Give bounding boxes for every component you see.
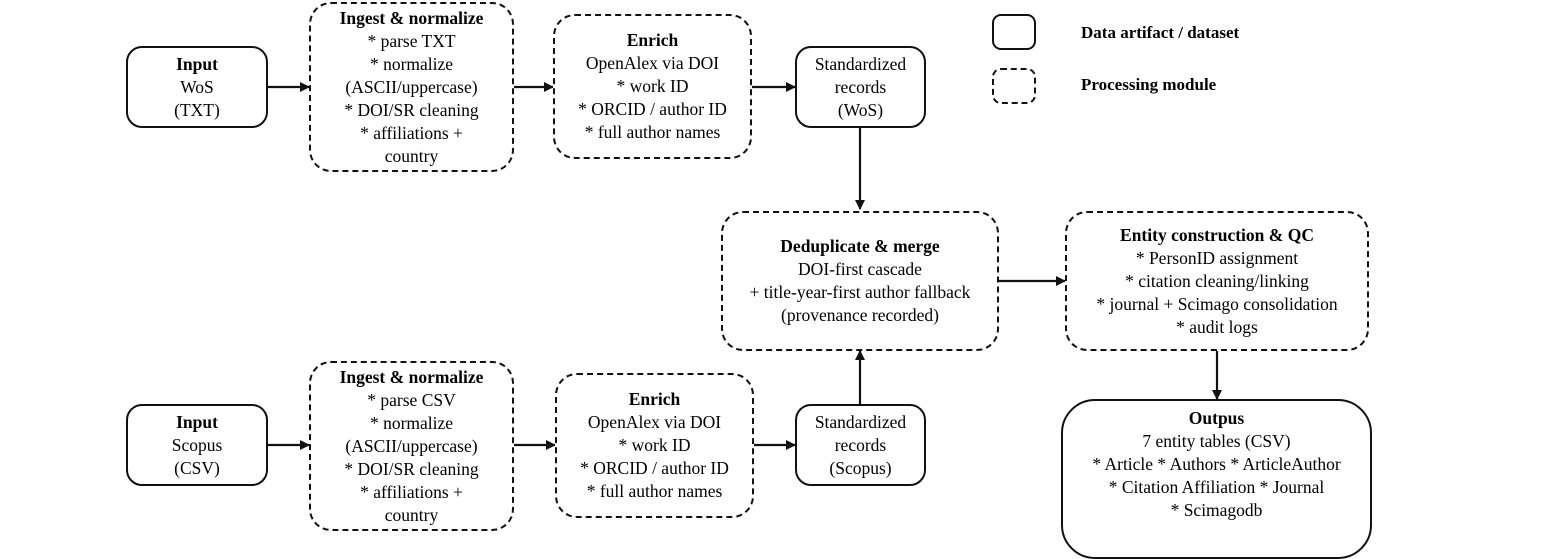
- legend-module-label: Processing module: [1081, 75, 1217, 94]
- node-line: * parse CSV: [367, 389, 456, 410]
- node-line: * full author names: [586, 481, 723, 501]
- entity-qc-node: Entity construction & QC * PersonID assi…: [1065, 211, 1369, 351]
- records-wos-node: Standardized records (WoS): [795, 46, 926, 128]
- node-line: * Article * Authors * ArticleAuthor: [1092, 454, 1341, 474]
- node-line: OpenAlex via DOI: [587, 412, 722, 432]
- node-line: + title-year-first author fallback: [749, 282, 971, 302]
- dedup-merge-node: Deduplicate & merge DOI-first cascade + …: [721, 211, 999, 351]
- node-line: * PersonID assignment: [1135, 247, 1299, 268]
- node-line: * DOI/SR cleaning: [344, 458, 479, 479]
- node-line: * affiliations +: [360, 481, 463, 502]
- node-line: Scopus: [171, 434, 223, 455]
- node-line: (CSV): [174, 457, 220, 478]
- node-line: (WoS): [837, 99, 884, 120]
- node-line: * Citation Affiliation * Journal: [1108, 477, 1325, 497]
- node-line: * DOI/SR cleaning: [344, 99, 479, 120]
- node-line: Standardized: [814, 411, 907, 432]
- legend-artifact-swatch: [992, 14, 1036, 50]
- node-line: * normalize: [369, 412, 454, 433]
- node-title: Input: [176, 411, 218, 432]
- node-line: * Scimagodb: [1170, 500, 1263, 520]
- ingest-wos-node: Ingest & normalize * parse TXT * normali…: [309, 2, 514, 172]
- records-scopus-node: Standardized records (Scopus): [795, 404, 926, 486]
- node-line: OpenAlex via DOI: [585, 53, 720, 73]
- ingest-scopus-node: Ingest & normalize * parse CSV * normali…: [309, 361, 514, 531]
- node-line: * affiliations +: [360, 122, 463, 143]
- node-line: * citation cleaning/linking: [1125, 270, 1309, 291]
- legend-artifact-label: Data artifact / dataset: [1081, 23, 1240, 42]
- legend-module-swatch: [992, 68, 1036, 104]
- node-line: * parse TXT: [367, 30, 456, 51]
- outputs-node: Outpus 7 entity tables (CSV) * Article *…: [1061, 399, 1372, 559]
- node-line: * work ID: [618, 435, 691, 455]
- node-line: (ASCII/uppercase): [345, 76, 478, 97]
- node-line: * journal + Scimago consolidation: [1096, 293, 1338, 314]
- enrich-wos-node: Enrich OpenAlex via DOI * work ID * ORCI…: [553, 14, 752, 159]
- node-line: (TXT): [174, 99, 220, 120]
- node-line: (provenance recorded): [781, 305, 939, 325]
- node-line: * audit logs: [1176, 316, 1258, 337]
- node-line: country: [384, 145, 439, 166]
- node-line: records: [834, 76, 887, 97]
- node-title: Entity construction & QC: [1120, 224, 1314, 245]
- node-line: WoS: [180, 76, 214, 97]
- node-line: * work ID: [616, 76, 689, 96]
- node-title: Input: [176, 53, 218, 74]
- node-line: Standardized: [814, 53, 907, 74]
- input-wos-node: Input WoS (TXT): [126, 46, 268, 128]
- node-line: * full author names: [584, 122, 721, 142]
- node-line: * normalize: [369, 53, 454, 74]
- node-title: Ingest & normalize: [339, 366, 484, 387]
- enrich-scopus-node: Enrich OpenAlex via DOI * work ID * ORCI…: [555, 373, 754, 518]
- connector-layer: [268, 82, 1222, 450]
- node-line: (Scopus): [829, 457, 892, 478]
- node-title: Ingest & normalize: [339, 7, 484, 28]
- node-line: * ORCID / author ID: [578, 99, 727, 119]
- node-line: * ORCID / author ID: [580, 458, 729, 478]
- node-title: Outpus: [1188, 408, 1245, 428]
- node-line: 7 entity tables (CSV): [1142, 431, 1291, 451]
- node-line: DOI-first cascade: [798, 259, 922, 279]
- node-line: records: [834, 434, 887, 455]
- node-title: Deduplicate & merge: [780, 236, 940, 256]
- input-scopus-node: Input Scopus (CSV): [126, 404, 268, 486]
- node-title: Enrich: [628, 389, 681, 409]
- node-line: (ASCII/uppercase): [345, 435, 478, 456]
- node-title: Enrich: [626, 30, 679, 50]
- node-line: country: [384, 504, 439, 525]
